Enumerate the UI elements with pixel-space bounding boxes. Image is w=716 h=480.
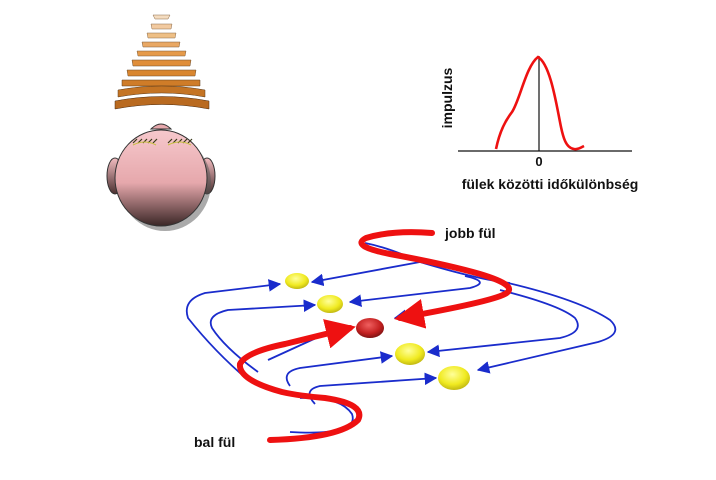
sound-wave-icon — [114, 14, 210, 110]
head-icon — [106, 123, 216, 231]
graph-x-label: fülek közötti időkülönbség — [462, 176, 639, 192]
response-graph: impulzus 0 fülek közötti időkülönbség — [439, 55, 639, 192]
neuron-1 — [285, 273, 309, 289]
left-ear-label: bal fül — [194, 434, 235, 450]
red-axons — [237, 229, 513, 443]
neuron-2 — [317, 295, 343, 313]
right-ear-axon — [358, 229, 513, 329]
neuron-5 — [438, 366, 470, 390]
neuron-active — [356, 318, 384, 338]
left-ear-axon — [237, 319, 363, 443]
right-ear-label: jobb fül — [444, 225, 496, 241]
neuron-4 — [395, 343, 425, 365]
eyebrows-icon — [132, 138, 193, 146]
impulse-curve — [494, 55, 585, 151]
graph-y-label: impulzus — [439, 67, 455, 128]
blue-axons — [185, 242, 617, 434]
graph-zero-tick: 0 — [535, 154, 542, 169]
neurons — [285, 273, 470, 390]
